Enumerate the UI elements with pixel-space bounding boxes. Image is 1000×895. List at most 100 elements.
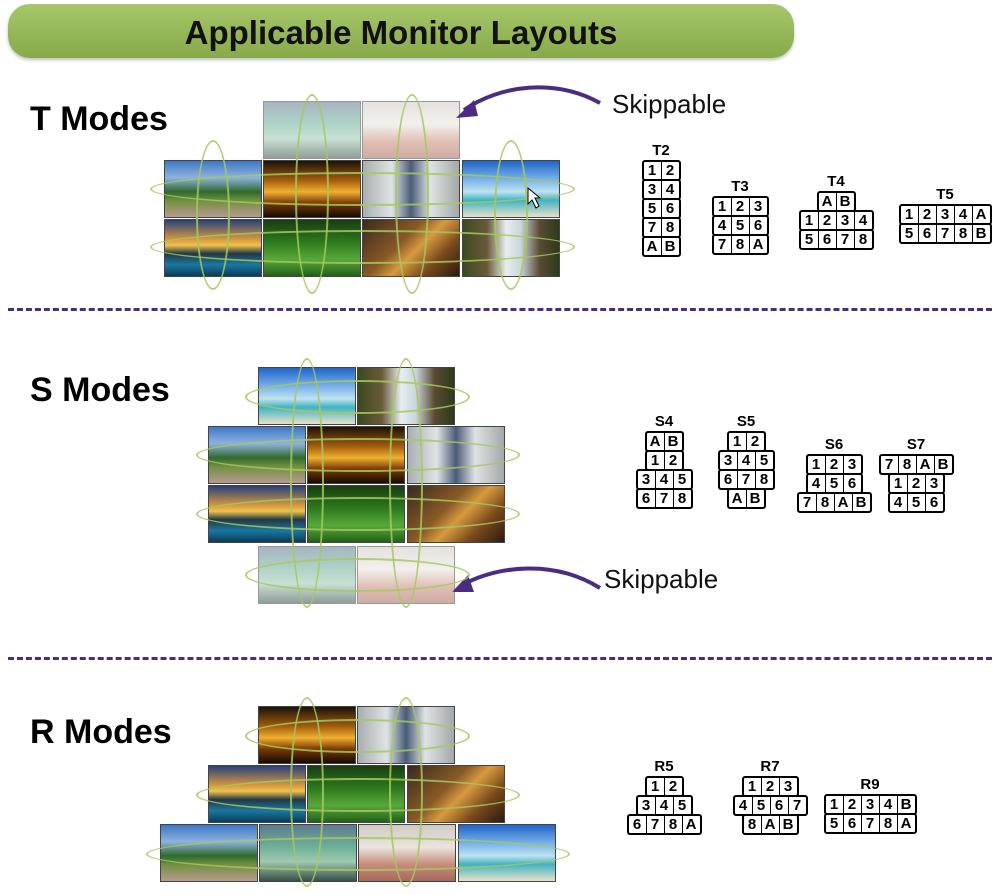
wall-tile: [259, 824, 357, 882]
layout-cell: 8: [754, 471, 773, 488]
wall-tile: [258, 706, 356, 764]
layout-cell: 6: [842, 475, 861, 492]
layout-cell: 3: [647, 181, 657, 198]
wall-tile: [160, 824, 258, 882]
layout-title-t3: T3: [731, 178, 749, 195]
layout-cell: 7: [647, 219, 657, 236]
layout-cell: 6: [924, 494, 943, 511]
layout-cell: 4: [953, 206, 972, 223]
layout-cell: 1: [804, 212, 814, 229]
layout-cell: 2: [663, 452, 682, 469]
layout-cell: A: [971, 206, 990, 223]
layout-cell: A: [760, 816, 779, 833]
layout-cell: 6: [723, 471, 733, 488]
layout-cell: 2: [817, 212, 836, 229]
layout-cell: 5: [754, 452, 773, 469]
r-modes-title: R Modes: [30, 713, 172, 751]
layout-cell: B: [778, 816, 797, 833]
layout-cell: 5: [672, 797, 691, 814]
layout-cell: 4: [853, 212, 872, 229]
layout-cell: B: [835, 193, 854, 210]
layout-cell: B: [663, 433, 682, 450]
layout-cell: 6: [817, 231, 836, 248]
wall-tile: [307, 485, 405, 543]
layout-cell: B: [851, 494, 870, 511]
wall-tile: [263, 219, 361, 277]
layout-cell: 8: [663, 816, 682, 833]
wall-tile: [208, 426, 306, 484]
layout-cell: 4: [893, 494, 903, 511]
s-modes-title: S Modes: [30, 371, 170, 409]
layout-cell: 8: [730, 236, 749, 253]
layout-cell: B: [896, 796, 915, 813]
layout-cell: 8: [660, 219, 679, 236]
layout-cell: 3: [723, 452, 733, 469]
layout-title-s6: S6: [824, 436, 844, 453]
layout-cell: 3: [935, 206, 954, 223]
layout-cell: 5: [906, 494, 925, 511]
layout-cell: 4: [654, 797, 673, 814]
wall-tile: [357, 546, 455, 604]
layout-cell: 7: [787, 797, 806, 814]
layout-cell: A: [915, 456, 934, 473]
layout-cell: 2: [906, 475, 925, 492]
layout-cell: A: [896, 815, 915, 832]
layout-cell: 5: [829, 815, 839, 832]
wall-tile: [362, 160, 460, 218]
layout-cell: A: [748, 236, 767, 253]
layout-cell: B: [745, 490, 764, 507]
layout-cell: 4: [660, 181, 679, 198]
wall-tile: [263, 101, 361, 159]
layout-cell: 3: [748, 198, 767, 215]
layout-cell: 5: [824, 475, 843, 492]
layout-cell: A: [681, 816, 700, 833]
wall-tile: [357, 706, 455, 764]
layout-title-s4: S4: [654, 413, 674, 430]
layout-cell: 2: [660, 162, 679, 179]
layout-cell: 1: [904, 206, 914, 223]
layout-cell: A: [649, 433, 661, 450]
wall-tile: [462, 160, 560, 218]
layout-cell: 8: [878, 815, 897, 832]
wall-tile: [407, 426, 505, 484]
wall-tile: [258, 367, 356, 425]
layout-cell: 8: [815, 494, 834, 511]
layout-cell: 3: [924, 475, 943, 492]
layout-cell: 6: [641, 490, 651, 507]
divider: [8, 657, 992, 660]
layout-cell: 5: [730, 217, 749, 234]
layout-cell: 1: [650, 452, 660, 469]
layout-title-r5: R5: [654, 758, 674, 775]
layout-cell: 1: [717, 198, 727, 215]
s-skippable-label: Skippable: [604, 564, 719, 594]
